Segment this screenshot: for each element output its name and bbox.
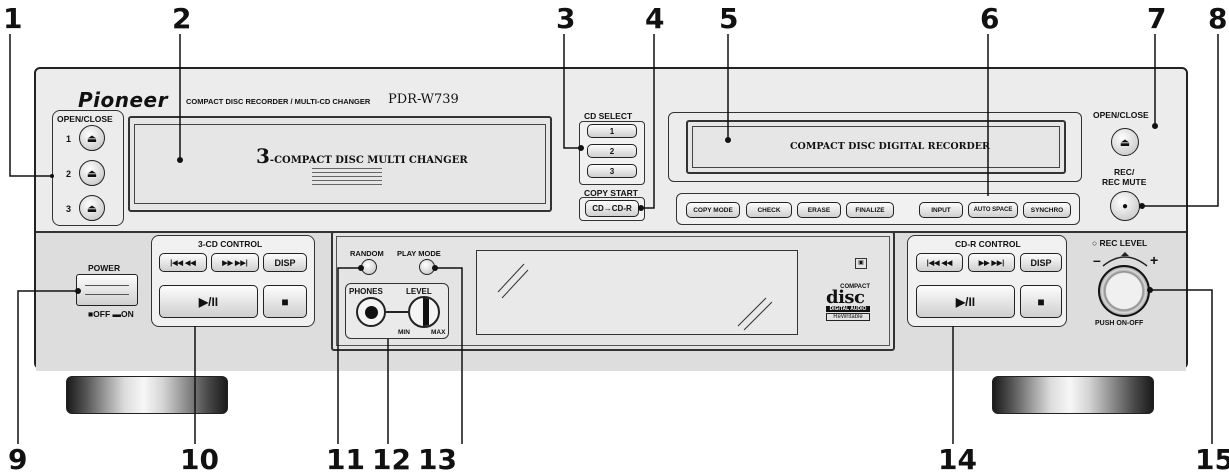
changer-tray-text: 3-COMPACT DISC MULTI CHANGER: [256, 144, 468, 168]
cdr-disp-button[interactable]: DISP: [1020, 253, 1062, 272]
open-close-label: OPEN/CLOSE: [57, 114, 113, 124]
copy-start-label: COPY START: [584, 188, 638, 198]
brand-description: COMPACT DISC RECORDER / MULTI-CD CHANGER: [186, 97, 371, 106]
phones-level-knob[interactable]: [408, 296, 440, 328]
tray-3-number: 3: [66, 204, 72, 214]
random-label: RANDOM: [350, 249, 384, 258]
callout-15: 15: [1195, 443, 1229, 476]
disc-logo-rewritable: ReWritable: [826, 313, 870, 321]
auto-space-button[interactable]: AUTO SPACE: [968, 202, 1018, 218]
callout-8: 8: [1208, 2, 1228, 35]
eject-icon: ⏏: [86, 202, 98, 215]
power-state-label: ■OFF ▬ON: [88, 309, 134, 319]
rec-level-arc: [1102, 252, 1148, 267]
callout-10: 10: [180, 443, 219, 476]
callout-14: 14: [938, 443, 977, 476]
rec-level-label: ○ REC LEVEL: [1092, 238, 1148, 248]
eject-icon: ⏏: [86, 132, 98, 145]
level-label: LEVEL: [406, 287, 432, 296]
compact-disc-logo: COMPACT disc DIGITAL AUDIO ReWritable: [826, 284, 870, 332]
model-name: PDR-W739: [388, 92, 459, 107]
finalize-button[interactable]: FINALIZE: [846, 202, 894, 218]
check-button[interactable]: CHECK: [746, 202, 792, 218]
callout-5: 5: [719, 2, 739, 35]
disc-logo-main: disc: [826, 287, 865, 308]
phones-jack-hole: [364, 305, 378, 319]
cdr-stop-button[interactable]: ■: [1020, 285, 1062, 318]
rec-level-plus: +: [1150, 252, 1159, 268]
recorder-eject-button[interactable]: ⏏: [1111, 128, 1139, 156]
synchro-button[interactable]: SYNCHRO: [1023, 202, 1071, 218]
disc-logo-sub: DIGITAL AUDIO: [826, 306, 870, 312]
callout-2: 2: [172, 2, 192, 35]
three-cd-prev-button[interactable]: |◀◀ ◀◀: [159, 253, 207, 272]
tray-2-eject-button[interactable]: ⏏: [79, 160, 105, 186]
cdr-control-title: CD-R CONTROL: [955, 239, 1021, 249]
recorder-tray-label: COMPACT DISC DIGITAL RECORDER: [790, 141, 990, 152]
display-glare: [497, 263, 773, 331]
three-cd-play-pause-button[interactable]: ▶/II: [159, 285, 258, 318]
cdr-next-button[interactable]: ▶▶ ▶▶|: [968, 253, 1015, 272]
phones-jack[interactable]: [356, 297, 386, 327]
rec-label-line2: REC MUTE: [1102, 177, 1147, 187]
rec-level-minus: –: [1093, 252, 1101, 268]
cd-select-3-button[interactable]: 3: [587, 164, 637, 178]
cdr-play-pause-button[interactable]: ▶/II: [916, 285, 1015, 318]
rec-label-line1: REC/: [1114, 167, 1135, 177]
copy-mode-button[interactable]: COPY MODE: [686, 202, 740, 218]
cd-select-1-button[interactable]: 1: [587, 124, 637, 138]
phones-level-connector: [386, 311, 408, 313]
level-min-label: MIN: [398, 329, 410, 336]
eject-icon: ⏏: [86, 167, 98, 180]
three-cd-control-title: 3-CD CONTROL: [198, 239, 263, 249]
tray-3-eject-button[interactable]: ⏏: [79, 195, 105, 221]
cd-select-label: CD SELECT: [584, 111, 633, 121]
three-cd-stop-button[interactable]: ■: [263, 285, 307, 318]
play-mode-label: PLAY MODE: [397, 249, 441, 258]
power-label: POWER: [88, 263, 121, 273]
knob-indicator: [423, 298, 429, 326]
callout-11: 11: [326, 443, 365, 476]
recorder-disc-tray[interactable]: [686, 120, 1066, 174]
callout-4: 4: [645, 2, 665, 35]
cd-select-2-button[interactable]: 2: [587, 144, 637, 158]
power-button[interactable]: [76, 274, 138, 306]
tray-1-eject-button[interactable]: ⏏: [79, 125, 105, 151]
callout-3: 3: [556, 2, 576, 35]
push-on-off-label: PUSH ON-OFF: [1095, 320, 1144, 327]
left-foot: [66, 376, 228, 414]
changer-tray-label: -COMPACT DISC MULTI CHANGER: [269, 155, 468, 166]
callout-9: 9: [8, 443, 28, 476]
input-button[interactable]: INPUT: [919, 202, 963, 218]
level-max-label: MAX: [431, 329, 446, 336]
fluorescent-display: [476, 250, 798, 335]
phones-label: PHONES: [349, 287, 383, 296]
erase-button[interactable]: ERASE: [797, 202, 841, 218]
multi-changer-disc-tray[interactable]: [128, 116, 552, 212]
callout-1: 1: [3, 2, 23, 35]
callout-7: 7: [1147, 2, 1167, 35]
three-cd-next-button[interactable]: ▶▶ ▶▶|: [211, 253, 259, 272]
eject-icon: ⏏: [1119, 136, 1131, 149]
tray-1-number: 1: [66, 134, 72, 144]
record-dot-icon: ●: [1121, 200, 1129, 212]
changer-tray-number: 3: [256, 144, 270, 168]
cdr-prev-button[interactable]: |◀◀ ◀◀: [916, 253, 963, 272]
callout-12: 12: [372, 443, 411, 476]
callout-13: 13: [418, 443, 457, 476]
three-cd-disp-button[interactable]: DISP: [263, 253, 307, 272]
brand-logo: Pioneer: [78, 88, 168, 112]
callout-6: 6: [980, 2, 1000, 35]
changer-tray-grille: [312, 168, 382, 188]
tray-2-number: 2: [66, 169, 72, 179]
right-foot: [992, 376, 1154, 414]
disc-logo-top: COMPACT: [840, 284, 870, 290]
power-button-ridges: [85, 285, 129, 295]
recorder-open-close-label: OPEN/CLOSE: [1093, 110, 1149, 120]
remote-sensor-icon: ▣: [855, 258, 867, 269]
